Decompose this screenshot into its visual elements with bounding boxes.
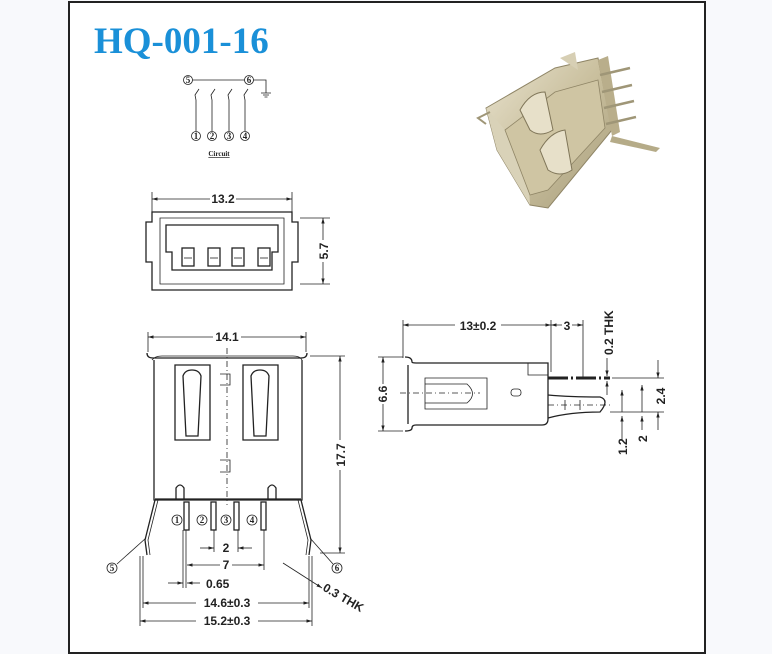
circuit-pin-6: 6	[247, 75, 252, 85]
circuit-diagram: 5 6 1 2 3 4 Circuit	[183, 75, 271, 158]
front-pin-4-label: 4	[250, 515, 255, 525]
circuit-label: Circuit	[208, 150, 230, 158]
top-view: 13.2 5.7	[145, 192, 331, 291]
side-thickness-dim: 0.2 THK	[602, 310, 616, 355]
top-height-dim: 5.7	[317, 242, 331, 259]
circuit-pin-4: 4	[243, 131, 248, 141]
front-height-dim: 17.7	[334, 443, 348, 467]
side-view: 13±0.2 3 6.6 0.2 THK 2.4 1.2 2	[376, 310, 668, 455]
front-pin-2-label: 2	[200, 515, 205, 525]
side-2-4-dim: 2.4	[654, 387, 668, 404]
side-2-dim: 2	[636, 435, 650, 442]
circuit-pin-3: 3	[227, 131, 232, 141]
usb-connector-photo	[476, 52, 660, 209]
leg-span-inner-dim: 14.6±0.3	[204, 596, 251, 610]
front-pin-3-label: 3	[224, 515, 229, 525]
ground-icon	[253, 79, 271, 98]
side-height-dim: 6.6	[376, 385, 390, 402]
pin-pitch-dim: 2	[223, 541, 230, 555]
circuit-pin-2: 2	[210, 131, 215, 141]
side-1-2-dim: 1.2	[616, 438, 630, 455]
part-number-title: HQ-001-16	[94, 21, 269, 62]
front-view: 14.1 1 2 3 4 17.7 2 7 0.65	[106, 330, 367, 628]
circuit-pin-1: 1	[194, 131, 199, 141]
leg-thickness-dim: 0.3 THK	[321, 580, 367, 615]
top-width-dim: 13.2	[211, 192, 235, 206]
pin-span-dim: 7	[223, 558, 230, 572]
circuit-pin-5: 5	[186, 75, 191, 85]
leg-6-label: 6	[335, 563, 340, 573]
pin-width-dim: 0.65	[206, 577, 230, 591]
front-width-dim: 14.1	[215, 330, 239, 344]
front-pin-1-label: 1	[175, 515, 180, 525]
side-length-dim: 13±0.2	[460, 319, 497, 333]
locking-dimple-icon	[510, 388, 522, 397]
leg-span-outer-dim: 15.2±0.3	[204, 614, 251, 628]
leg-5-label: 5	[110, 563, 115, 573]
side-tail-dim: 3	[564, 319, 571, 333]
